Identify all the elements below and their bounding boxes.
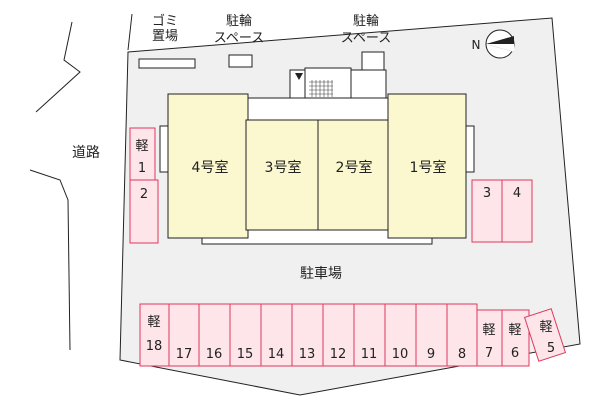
parking-space-5-kei: 軽 <box>539 320 552 335</box>
bike-1-label-line2: スペース <box>214 31 264 46</box>
parking-space-7 <box>476 309 503 367</box>
unit-2 <box>317 119 391 231</box>
parking-space-5-number: 5 <box>547 341 555 356</box>
parking-space-7-kei: 軽 <box>482 323 495 338</box>
parking-space-9 <box>415 303 448 367</box>
parking-space-6 <box>501 309 530 367</box>
unit-3 <box>245 119 319 231</box>
garbage-area <box>138 58 196 69</box>
unit-1-label: 1号室 <box>410 159 447 176</box>
parking-space-2 <box>129 179 159 244</box>
unit-1 <box>387 93 467 239</box>
road-label: 道路 <box>72 145 100 161</box>
bike-1-label-line1: 駐輪 <box>226 13 252 29</box>
parking-space-12 <box>322 303 355 367</box>
side-wall-left <box>159 125 169 173</box>
corridor-north <box>243 97 391 121</box>
parking-space-6-number: 6 <box>511 346 519 361</box>
parking-space-3-number: 3 <box>483 186 491 201</box>
garbage-label-line1: ゴミ <box>152 13 178 29</box>
parking-space-12-number: 12 <box>330 347 347 362</box>
road-edge-bottom <box>29 169 71 351</box>
parking-space-10-number: 10 <box>392 347 409 362</box>
parking-space-8 <box>446 303 478 367</box>
parking-space-17-number: 17 <box>176 347 193 362</box>
parking-space-16 <box>198 303 231 367</box>
unit-3-label: 3号室 <box>265 159 302 176</box>
parking-space-11-number: 11 <box>361 347 378 362</box>
parking-space-1-kei: 軽 <box>135 139 148 154</box>
parking-lot-label: 駐車場 <box>300 265 342 282</box>
parking-space-16-number: 16 <box>206 347 223 362</box>
parking-space-15-number: 15 <box>237 347 254 362</box>
parking-space-18-kei: 軽 <box>147 315 160 330</box>
parking-space-18 <box>139 303 170 367</box>
unit-2-label: 2号室 <box>336 159 373 176</box>
parking-space-18-number: 18 <box>146 339 163 354</box>
parking-space-1-number: 1 <box>138 161 146 176</box>
bike-2-label-line1: 駐輪 <box>353 13 379 29</box>
unit-4-label: 4号室 <box>192 159 229 176</box>
parking-space-8-number: 8 <box>458 347 466 362</box>
side-wall-right <box>465 125 475 173</box>
parking-space-6-kei: 軽 <box>508 323 521 338</box>
parking-space-2-number: 2 <box>140 187 148 202</box>
parking-space-13-number: 13 <box>299 347 316 362</box>
garbage-label-line2: 置場 <box>152 29 178 44</box>
parking-space-7-number: 7 <box>485 346 493 361</box>
parking-space-1 <box>129 127 156 181</box>
parking-space-9-number: 9 <box>427 347 435 362</box>
parking-space-4 <box>501 179 533 243</box>
bike-2-label-line2: スペース <box>341 31 391 46</box>
parking-space-3 <box>471 179 503 243</box>
bike-space-1 <box>228 54 253 68</box>
parking-space-13 <box>291 303 324 367</box>
stair-hatch <box>309 80 333 97</box>
parking-space-14-number: 14 <box>268 347 285 362</box>
parking-space-14 <box>260 303 293 367</box>
parking-space-10 <box>384 303 417 367</box>
road-edge-top <box>35 21 81 113</box>
parking-space-17 <box>168 303 200 367</box>
parking-space-5 <box>523 308 567 362</box>
road-edge-left <box>127 13 133 51</box>
parking-space-4-number: 4 <box>513 186 521 201</box>
unit-4 <box>167 93 249 239</box>
compass-north-label: N <box>472 38 481 52</box>
compass-icon: N <box>472 29 515 59</box>
entrance-arrow-icon <box>295 73 303 80</box>
parking-space-15 <box>229 303 262 367</box>
